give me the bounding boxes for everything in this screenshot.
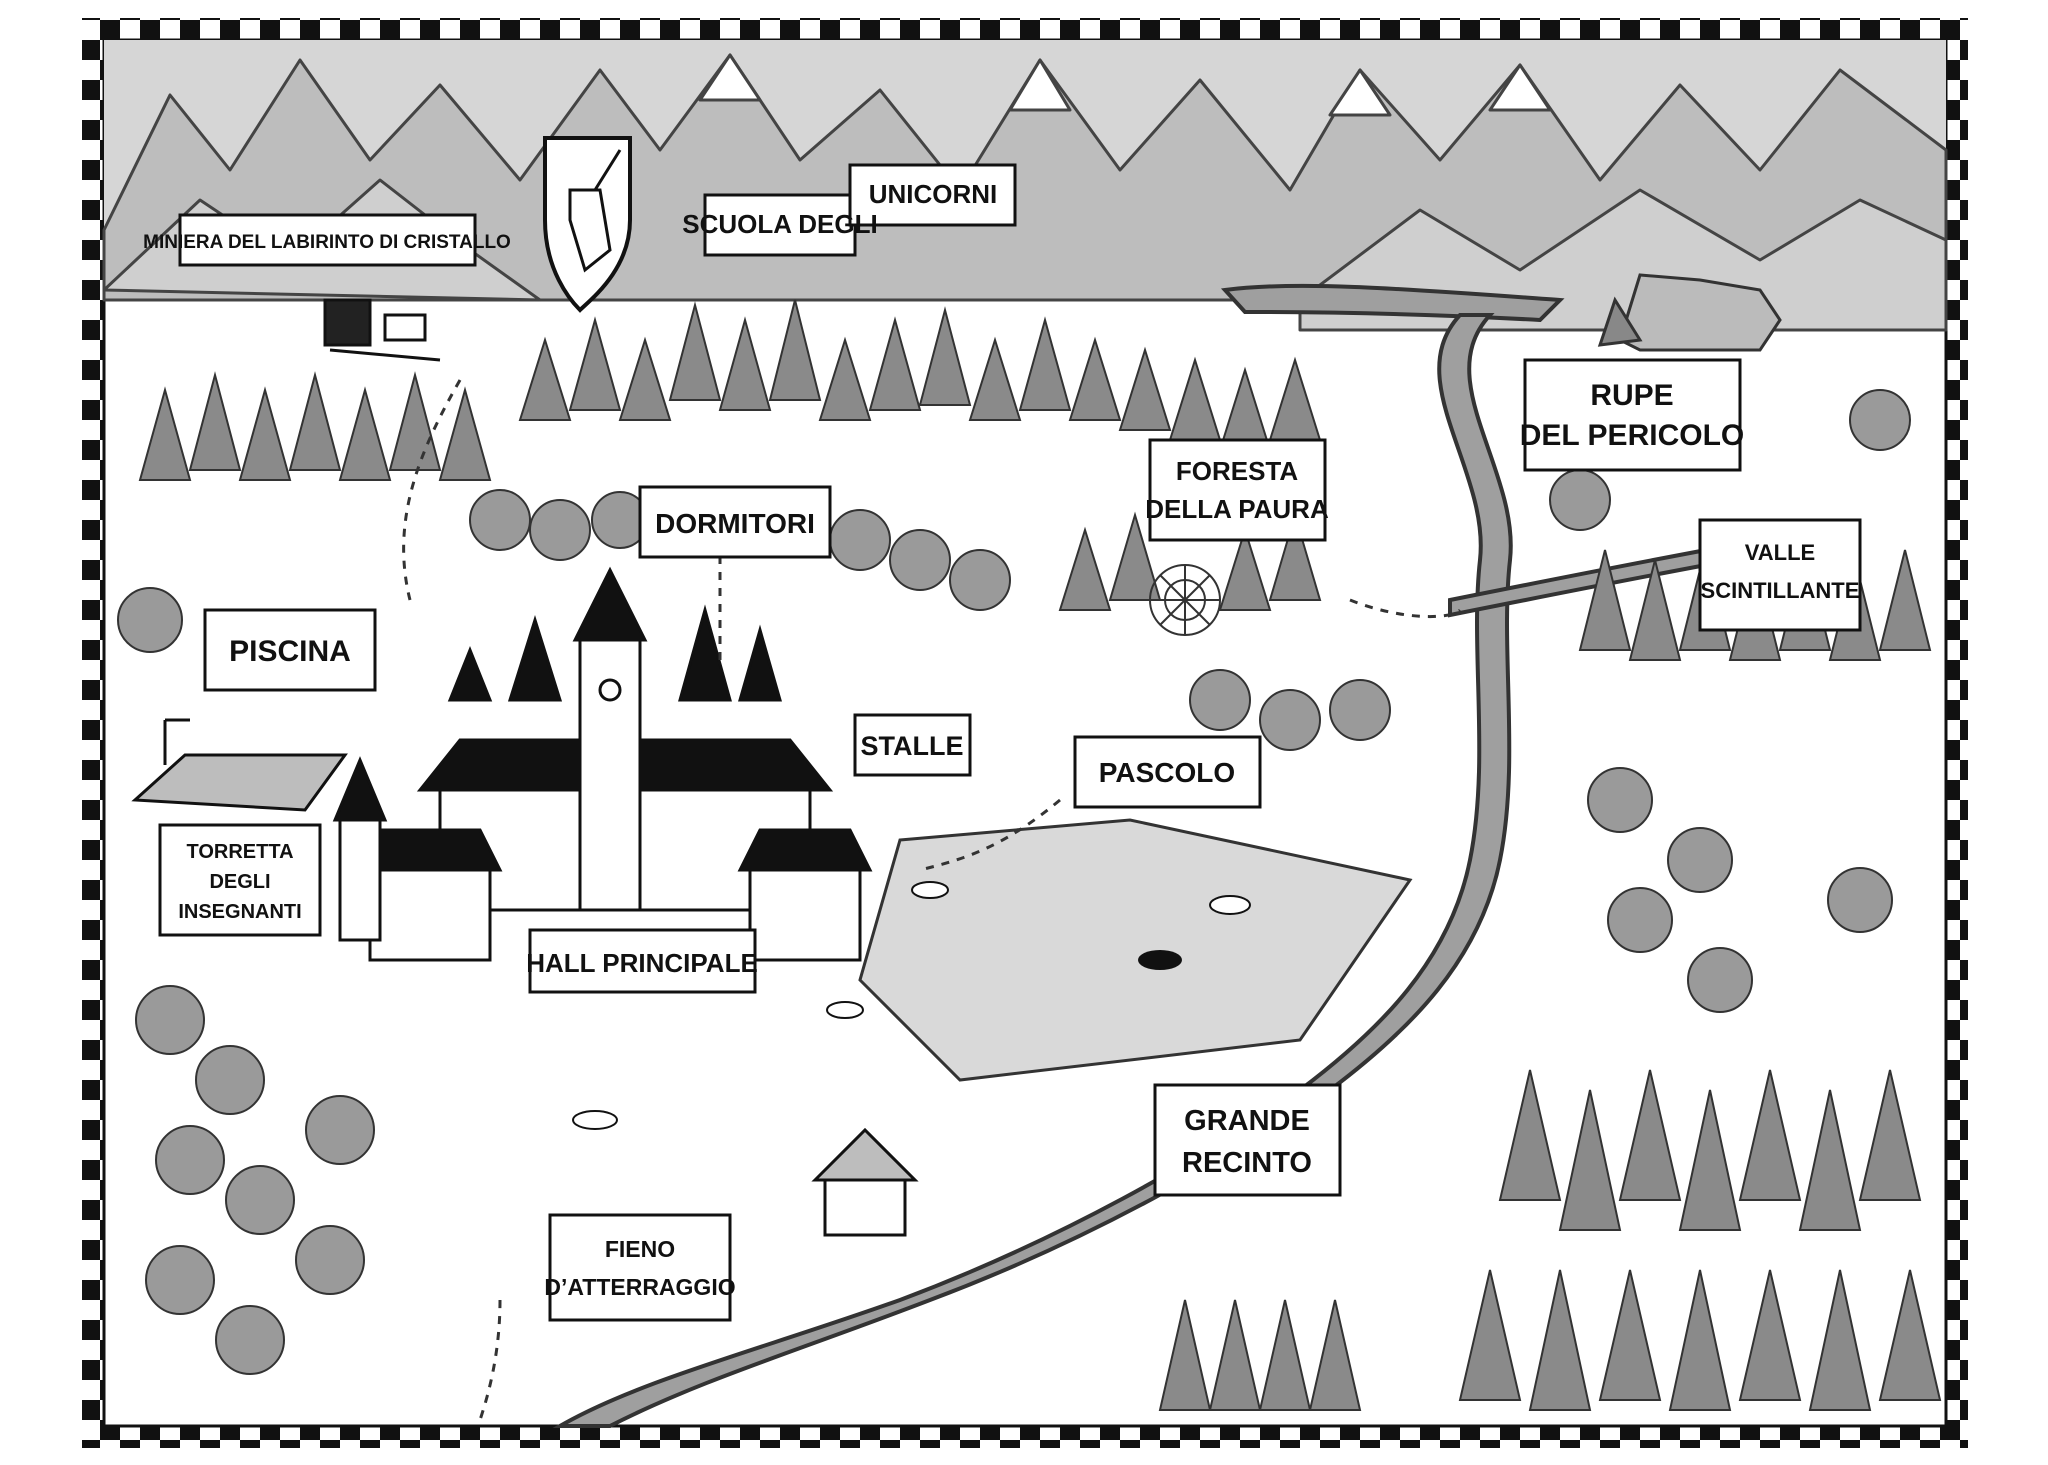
pool xyxy=(131,718,348,812)
label-mine-text: MINIERA DEL LABIRINTO DI CRISTALLO xyxy=(143,232,511,253)
round-trees xyxy=(117,389,1911,1375)
label-stables: STALLE xyxy=(853,713,972,777)
label-main-hall-text: HALL PRINCIPALE xyxy=(526,948,758,978)
label-danger-cliff-line2: DEL PERICOLO xyxy=(1520,419,1744,452)
mine-cart-icon xyxy=(323,298,441,362)
castle-icon xyxy=(332,566,873,962)
label-mine: MINIERA DEL LABIRINTO DI CRISTALLO xyxy=(143,213,511,267)
forest xyxy=(138,299,1942,1411)
label-danger-cliff: RUPE DEL PERICOLO xyxy=(1520,358,1744,472)
label-teachers-tower-line3: INSEGNANTI xyxy=(178,901,301,923)
label-sparkle-valley-line1: VALLE xyxy=(1745,540,1815,565)
trails xyxy=(402,379,1462,1421)
label-pasture: PASCOLO xyxy=(1073,735,1262,809)
label-great-paddock: GRANDE RECINTO xyxy=(1153,1083,1342,1197)
unicorn-crest-icon xyxy=(568,149,622,273)
label-great-paddock-line2: RECINTO xyxy=(1182,1147,1312,1179)
label-pool: PISCINA xyxy=(203,608,377,692)
label-sparkle-valley-line2: SCINTILLANTE xyxy=(1701,578,1860,603)
label-fear-forest-line2: DELLA PAURA xyxy=(1145,494,1329,524)
label-pool-text: PISCINA xyxy=(229,635,351,668)
label-pasture-text: PASCOLO xyxy=(1099,757,1235,788)
label-teachers-tower-line1: TORRETTA xyxy=(186,841,293,863)
label-dorms: DORMITORI xyxy=(638,485,832,559)
label-school: SCUOLA DEGLI UNICORNI xyxy=(543,136,1017,313)
label-sparkle-valley: VALLE SCINTILLANTE xyxy=(1698,518,1862,632)
label-landing-hay-line1: FIENO xyxy=(605,1236,675,1262)
spider-web-icon xyxy=(1149,564,1221,636)
rider-icon xyxy=(572,881,1251,1130)
label-landing-hay-line2: D’ATTERRAGGIO xyxy=(544,1274,735,1300)
label-main-hall: HALL PRINCIPALE xyxy=(526,928,758,994)
hay-hut-icon xyxy=(811,1127,919,1237)
label-school-line2: UNICORNI xyxy=(869,179,998,209)
label-fear-forest-line1: FORESTA xyxy=(1176,456,1299,486)
label-dorms-text: DORMITORI xyxy=(655,508,815,539)
label-great-paddock-line1: GRANDE xyxy=(1184,1105,1310,1137)
paddock-field xyxy=(858,818,1413,1082)
label-teachers-tower: TORRETTA DEGLI INSEGNANTI xyxy=(158,823,322,937)
label-teachers-tower-line2: DEGLI xyxy=(209,871,270,893)
label-fear-forest: FORESTA DELLA PAURA xyxy=(1145,438,1329,542)
label-danger-cliff-line1: RUPE xyxy=(1590,379,1673,412)
label-school-line1: SCUOLA DEGLI xyxy=(682,209,877,239)
label-stables-text: STALLE xyxy=(861,731,964,761)
label-landing-hay: FIENO D’ATTERRAGGIO xyxy=(544,1213,736,1322)
cliff xyxy=(1597,273,1782,352)
